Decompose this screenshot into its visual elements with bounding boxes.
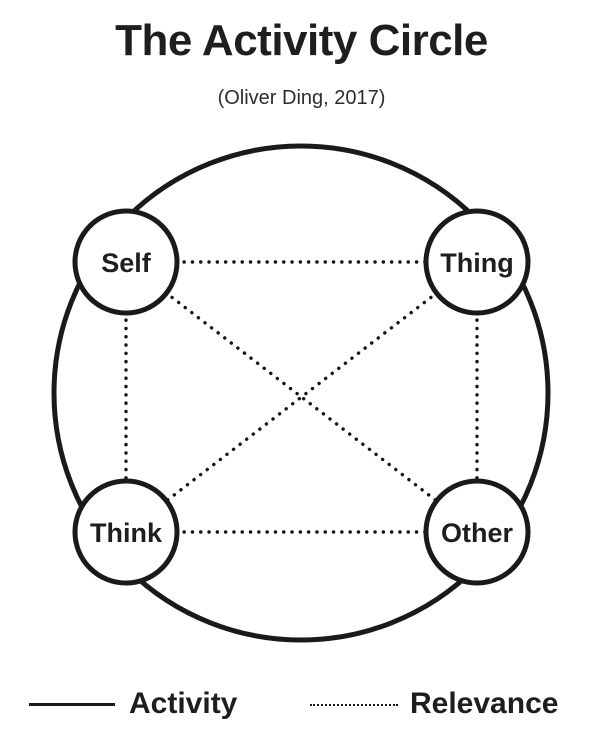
page-subtitle: (Oliver Ding, 2017)	[217, 87, 386, 109]
legend: Activity Relevance	[0, 684, 603, 728]
node-label-self: Self	[101, 248, 152, 278]
node-circle-think	[72, 478, 180, 586]
relevance-line-thing-think	[124, 260, 479, 534]
page-title: The Activity Circle	[115, 16, 488, 65]
node-label-think: Think	[90, 518, 163, 548]
node-circle-other	[423, 478, 531, 586]
legend-solid-line-swatch	[29, 703, 115, 706]
legend-label-activity: Activity	[129, 687, 238, 720]
node-circle-thing	[423, 208, 531, 316]
relevance-line-self-other	[124, 260, 479, 534]
legend-label-relevance: Relevance	[410, 687, 559, 720]
node-circle-self	[72, 208, 180, 316]
legend-dotted-line-swatch	[310, 704, 398, 706]
node-label-thing: Thing	[440, 248, 513, 278]
node-label-other: Other	[441, 518, 514, 548]
outer-activity-circle	[51, 143, 551, 643]
